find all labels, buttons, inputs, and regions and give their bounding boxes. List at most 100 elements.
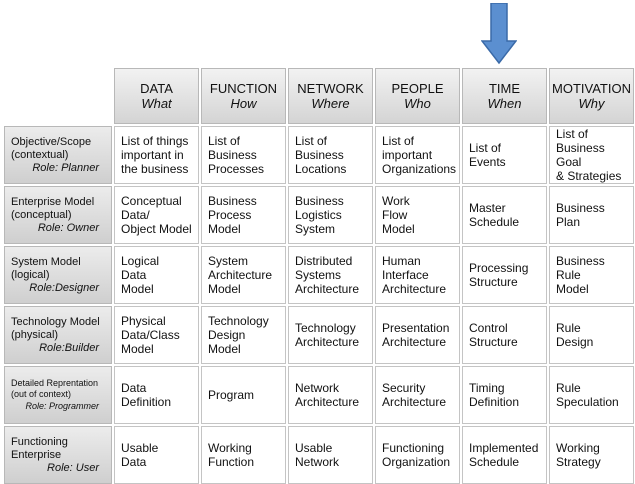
grid-cell: Usable Data	[114, 426, 199, 484]
grid-cell: Business Plan	[549, 186, 634, 244]
grid-cell-text: Technology Architecture	[295, 321, 360, 349]
grid-cell: Timing Definition	[462, 366, 547, 424]
grid-cell: Conceptual Data/ Object Model	[114, 186, 199, 244]
grid-cell: Logical Data Model	[114, 246, 199, 304]
row-header-role: Role: User	[47, 461, 99, 474]
grid-cell-text: Business Logistics System	[295, 194, 344, 236]
grid-cell-text: Usable Data	[121, 441, 159, 469]
grid-cell: Business Process Model	[201, 186, 286, 244]
grid-cell: Distributed Systems Architecture	[288, 246, 373, 304]
grid-cell-text: List of Business Goal & Strategies	[556, 127, 622, 183]
grid-cell: Security Architecture	[375, 366, 460, 424]
grid-cell-text: Data Definition	[121, 381, 172, 409]
grid-cell-text: Distributed Systems Architecture	[295, 254, 360, 296]
row-header-role: Role:Builder	[39, 341, 99, 354]
grid-cell-text: Working Strategy	[556, 441, 601, 469]
grid-cell-text: List of things important in the business	[121, 134, 189, 176]
grid-cell: Technology Architecture	[288, 306, 373, 364]
grid-cell-text: Program	[208, 388, 255, 402]
column-header-subtitle: When	[487, 96, 522, 111]
grid-cell-text: Presentation Architecture	[382, 321, 450, 349]
grid-cell-text: Working Function	[208, 441, 255, 469]
grid-cell: List of Business Locations	[288, 126, 373, 184]
grid-cell-text: System Architecture Model	[208, 254, 273, 296]
grid-cell-text: List of Events	[469, 141, 506, 169]
grid-cell-text: Control Structure	[469, 321, 518, 349]
grid-cell-text: Business Plan	[556, 201, 605, 229]
column-header-title: FUNCTION	[209, 81, 278, 96]
grid-cell-text: Work Flow Model	[382, 194, 415, 236]
grid-cell: Control Structure	[462, 306, 547, 364]
row-header: Technology Model (physical)Role:Builder	[4, 306, 112, 364]
column-header-title: NETWORK	[297, 81, 364, 96]
grid-cell: Network Architecture	[288, 366, 373, 424]
grid-cell: Working Strategy	[549, 426, 634, 484]
grid-cell: List of things important in the business	[114, 126, 199, 184]
grid-cell-text: Technology Design Model	[208, 314, 269, 356]
grid-cell: List of Business Processes	[201, 126, 286, 184]
grid-cell: Technology Design Model	[201, 306, 286, 364]
grid-cell-text: Timing Definition	[469, 381, 520, 409]
column-header-title: TIME	[488, 81, 521, 96]
grid-cell: Usable Network	[288, 426, 373, 484]
row-header-role: Role:Designer	[29, 281, 99, 294]
column-header-title: PEOPLE	[391, 81, 444, 96]
grid-cell: Rule Design	[549, 306, 634, 364]
column-header-subtitle: Why	[578, 96, 605, 111]
corner-cell	[4, 68, 112, 124]
grid-cell: Presentation Architecture	[375, 306, 460, 364]
grid-cell: Human Interface Architecture	[375, 246, 460, 304]
column-header-title: DATA	[140, 81, 173, 96]
grid-cell-text: Rule Design	[556, 321, 594, 349]
row-header-role: Role: Owner	[37, 221, 99, 234]
grid-cell-text: List of Business Locations	[295, 134, 347, 176]
grid-cell: Implemented Schedule	[462, 426, 547, 484]
grid-cell-text: Master Schedule	[469, 201, 520, 229]
row-header: Objective/Scope (contextual)Role: Planne…	[4, 126, 112, 184]
grid-cell-text: Business Rule Model	[556, 254, 605, 296]
grid-cell-text: Logical Data Model	[121, 254, 160, 296]
grid-cell-text: Security Architecture	[382, 381, 447, 409]
grid-cell: Business Rule Model	[549, 246, 634, 304]
grid-cell: List of Events	[462, 126, 547, 184]
grid-cell: Work Flow Model	[375, 186, 460, 244]
grid-cell: List of Business Goal & Strategies	[549, 126, 634, 184]
down-arrow-icon	[481, 3, 517, 65]
grid-cell-text: Network Architecture	[295, 381, 360, 409]
row-header-title: Enterprise Model (conceptual)	[11, 195, 95, 221]
row-header: System Model (logical)Role:Designer	[4, 246, 112, 304]
grid-cell-text: Business Process Model	[208, 194, 257, 236]
row-header-title: Objective/Scope (contextual)	[11, 135, 92, 161]
grid-cell-text: Implemented Schedule	[469, 441, 539, 469]
row-header-title: Functioning Enterprise	[11, 435, 68, 461]
grid-cell-text: Conceptual Data/ Object Model	[121, 194, 192, 236]
column-header-title: MOTIVATION	[552, 81, 631, 96]
grid-cell-text: Functioning Organization	[382, 441, 451, 469]
row-header: Detailed Reprentation (out of context)Ro…	[4, 366, 112, 424]
row-header-title: System Model (logical)	[11, 255, 81, 281]
grid-cell: Functioning Organization	[375, 426, 460, 484]
grid-cell: Master Schedule	[462, 186, 547, 244]
grid-cell: Physical Data/Class Model	[114, 306, 199, 364]
grid-cell: Rule Speculation	[549, 366, 634, 424]
row-header: Enterprise Model (conceptual)Role: Owner	[4, 186, 112, 244]
row-header-title: Technology Model (physical)	[11, 315, 100, 341]
column-header-subtitle: How	[230, 96, 257, 111]
grid-cell-text: Physical Data/Class Model	[121, 314, 180, 356]
grid-cell: Processing Structure	[462, 246, 547, 304]
row-header-role: Role: Planner	[32, 161, 99, 174]
grid-cell-text: Human Interface Architecture	[382, 254, 447, 296]
grid-cell: Working Function	[201, 426, 286, 484]
grid-cell: System Architecture Model	[201, 246, 286, 304]
grid-cell-text: List of important Organizations	[382, 134, 457, 176]
grid-cell-text: Rule Speculation	[556, 381, 619, 409]
column-header-subtitle: What	[141, 96, 172, 111]
